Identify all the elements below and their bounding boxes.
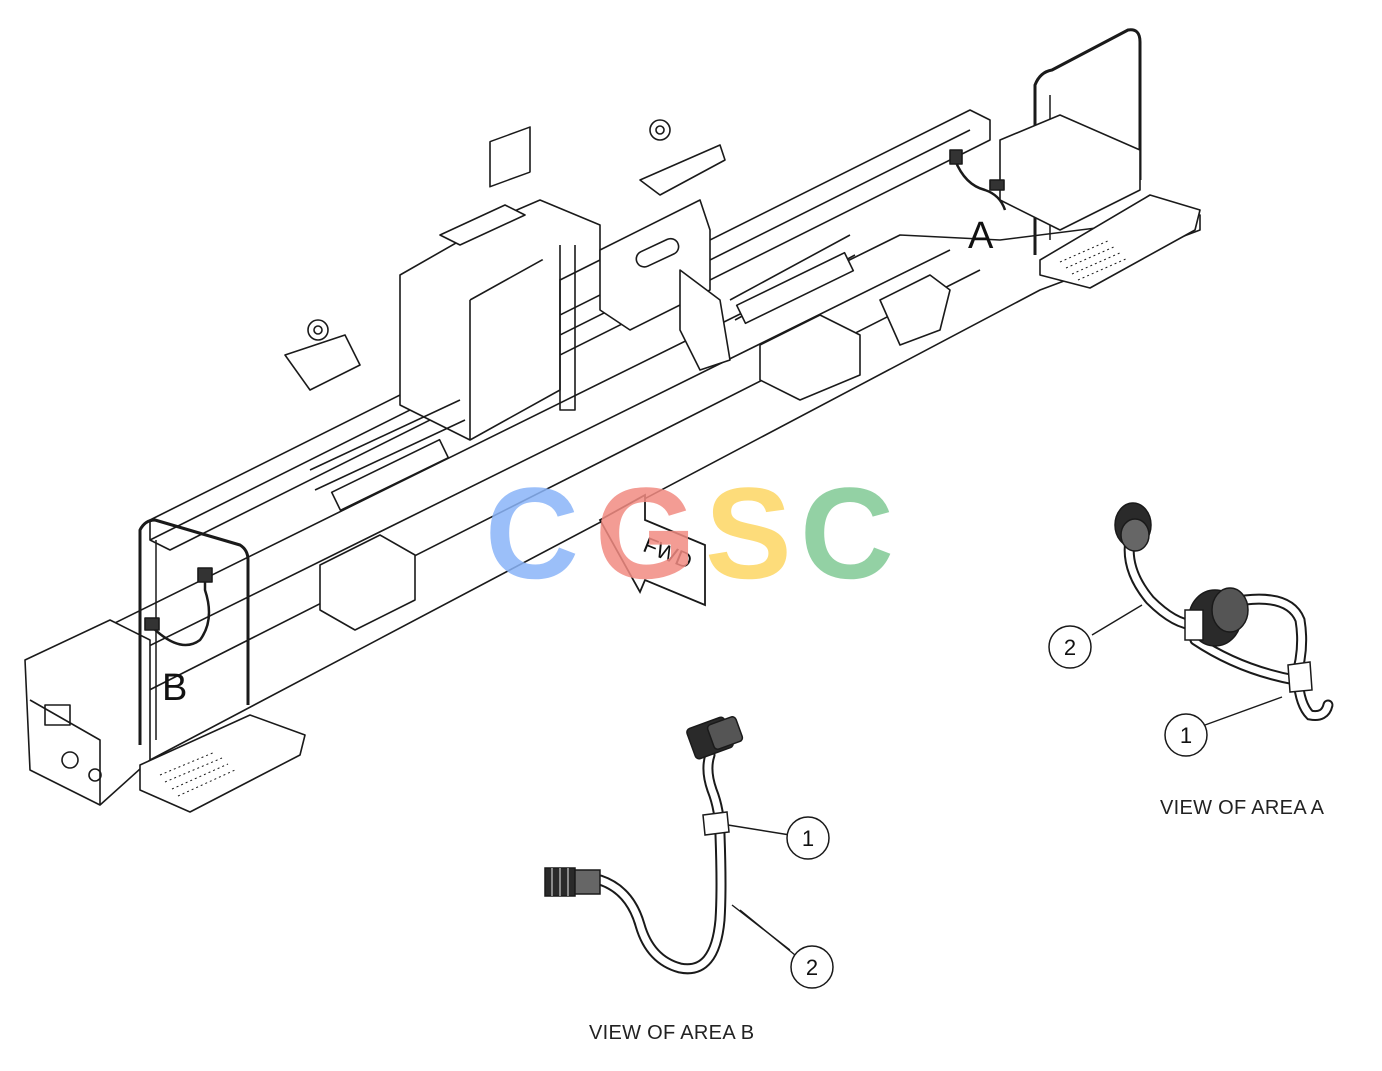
callout-b-1: 1 <box>786 816 830 860</box>
harness-b <box>594 749 727 975</box>
caption-view-area-a: VIEW OF AREA A <box>1160 797 1325 819</box>
right-handrail <box>1033 28 1142 255</box>
right-step <box>1039 194 1201 289</box>
view-area-a: 2 1 <box>1048 502 1334 757</box>
area-label-b: B <box>162 667 187 709</box>
connector-b-left <box>544 867 601 897</box>
connector-a-top <box>1114 502 1152 552</box>
left-handrail <box>138 518 250 745</box>
view-area-b: 1 2 <box>544 716 834 989</box>
callout-a-2: 2 <box>1048 625 1092 669</box>
left-end-box <box>24 619 151 806</box>
callout-number: 2 <box>806 955 818 980</box>
callout-number: 1 <box>1180 723 1192 748</box>
connector-b-top <box>686 716 744 760</box>
watermark-letter: C <box>485 460 579 606</box>
callout-number: 1 <box>802 826 814 851</box>
left-step <box>139 714 306 813</box>
caption-view-area-b: VIEW OF AREA B <box>589 1022 755 1044</box>
fwd-arrow: FWD <box>598 493 706 607</box>
frame-assembly <box>24 28 1201 813</box>
connector-a-mid <box>1184 587 1249 647</box>
watermark-letter: S <box>705 460 792 606</box>
callout-b-2: 2 <box>790 945 834 989</box>
callout-number: 2 <box>1064 635 1076 660</box>
cgsc-watermark: C G S C <box>485 460 894 606</box>
watermark-letter: C <box>800 460 894 606</box>
sleeve-a <box>1287 661 1313 693</box>
watermark-letter: G <box>595 460 696 606</box>
callout-a-1: 1 <box>1164 713 1208 757</box>
sleeve-b <box>702 811 730 836</box>
area-label-a: A <box>968 215 994 257</box>
